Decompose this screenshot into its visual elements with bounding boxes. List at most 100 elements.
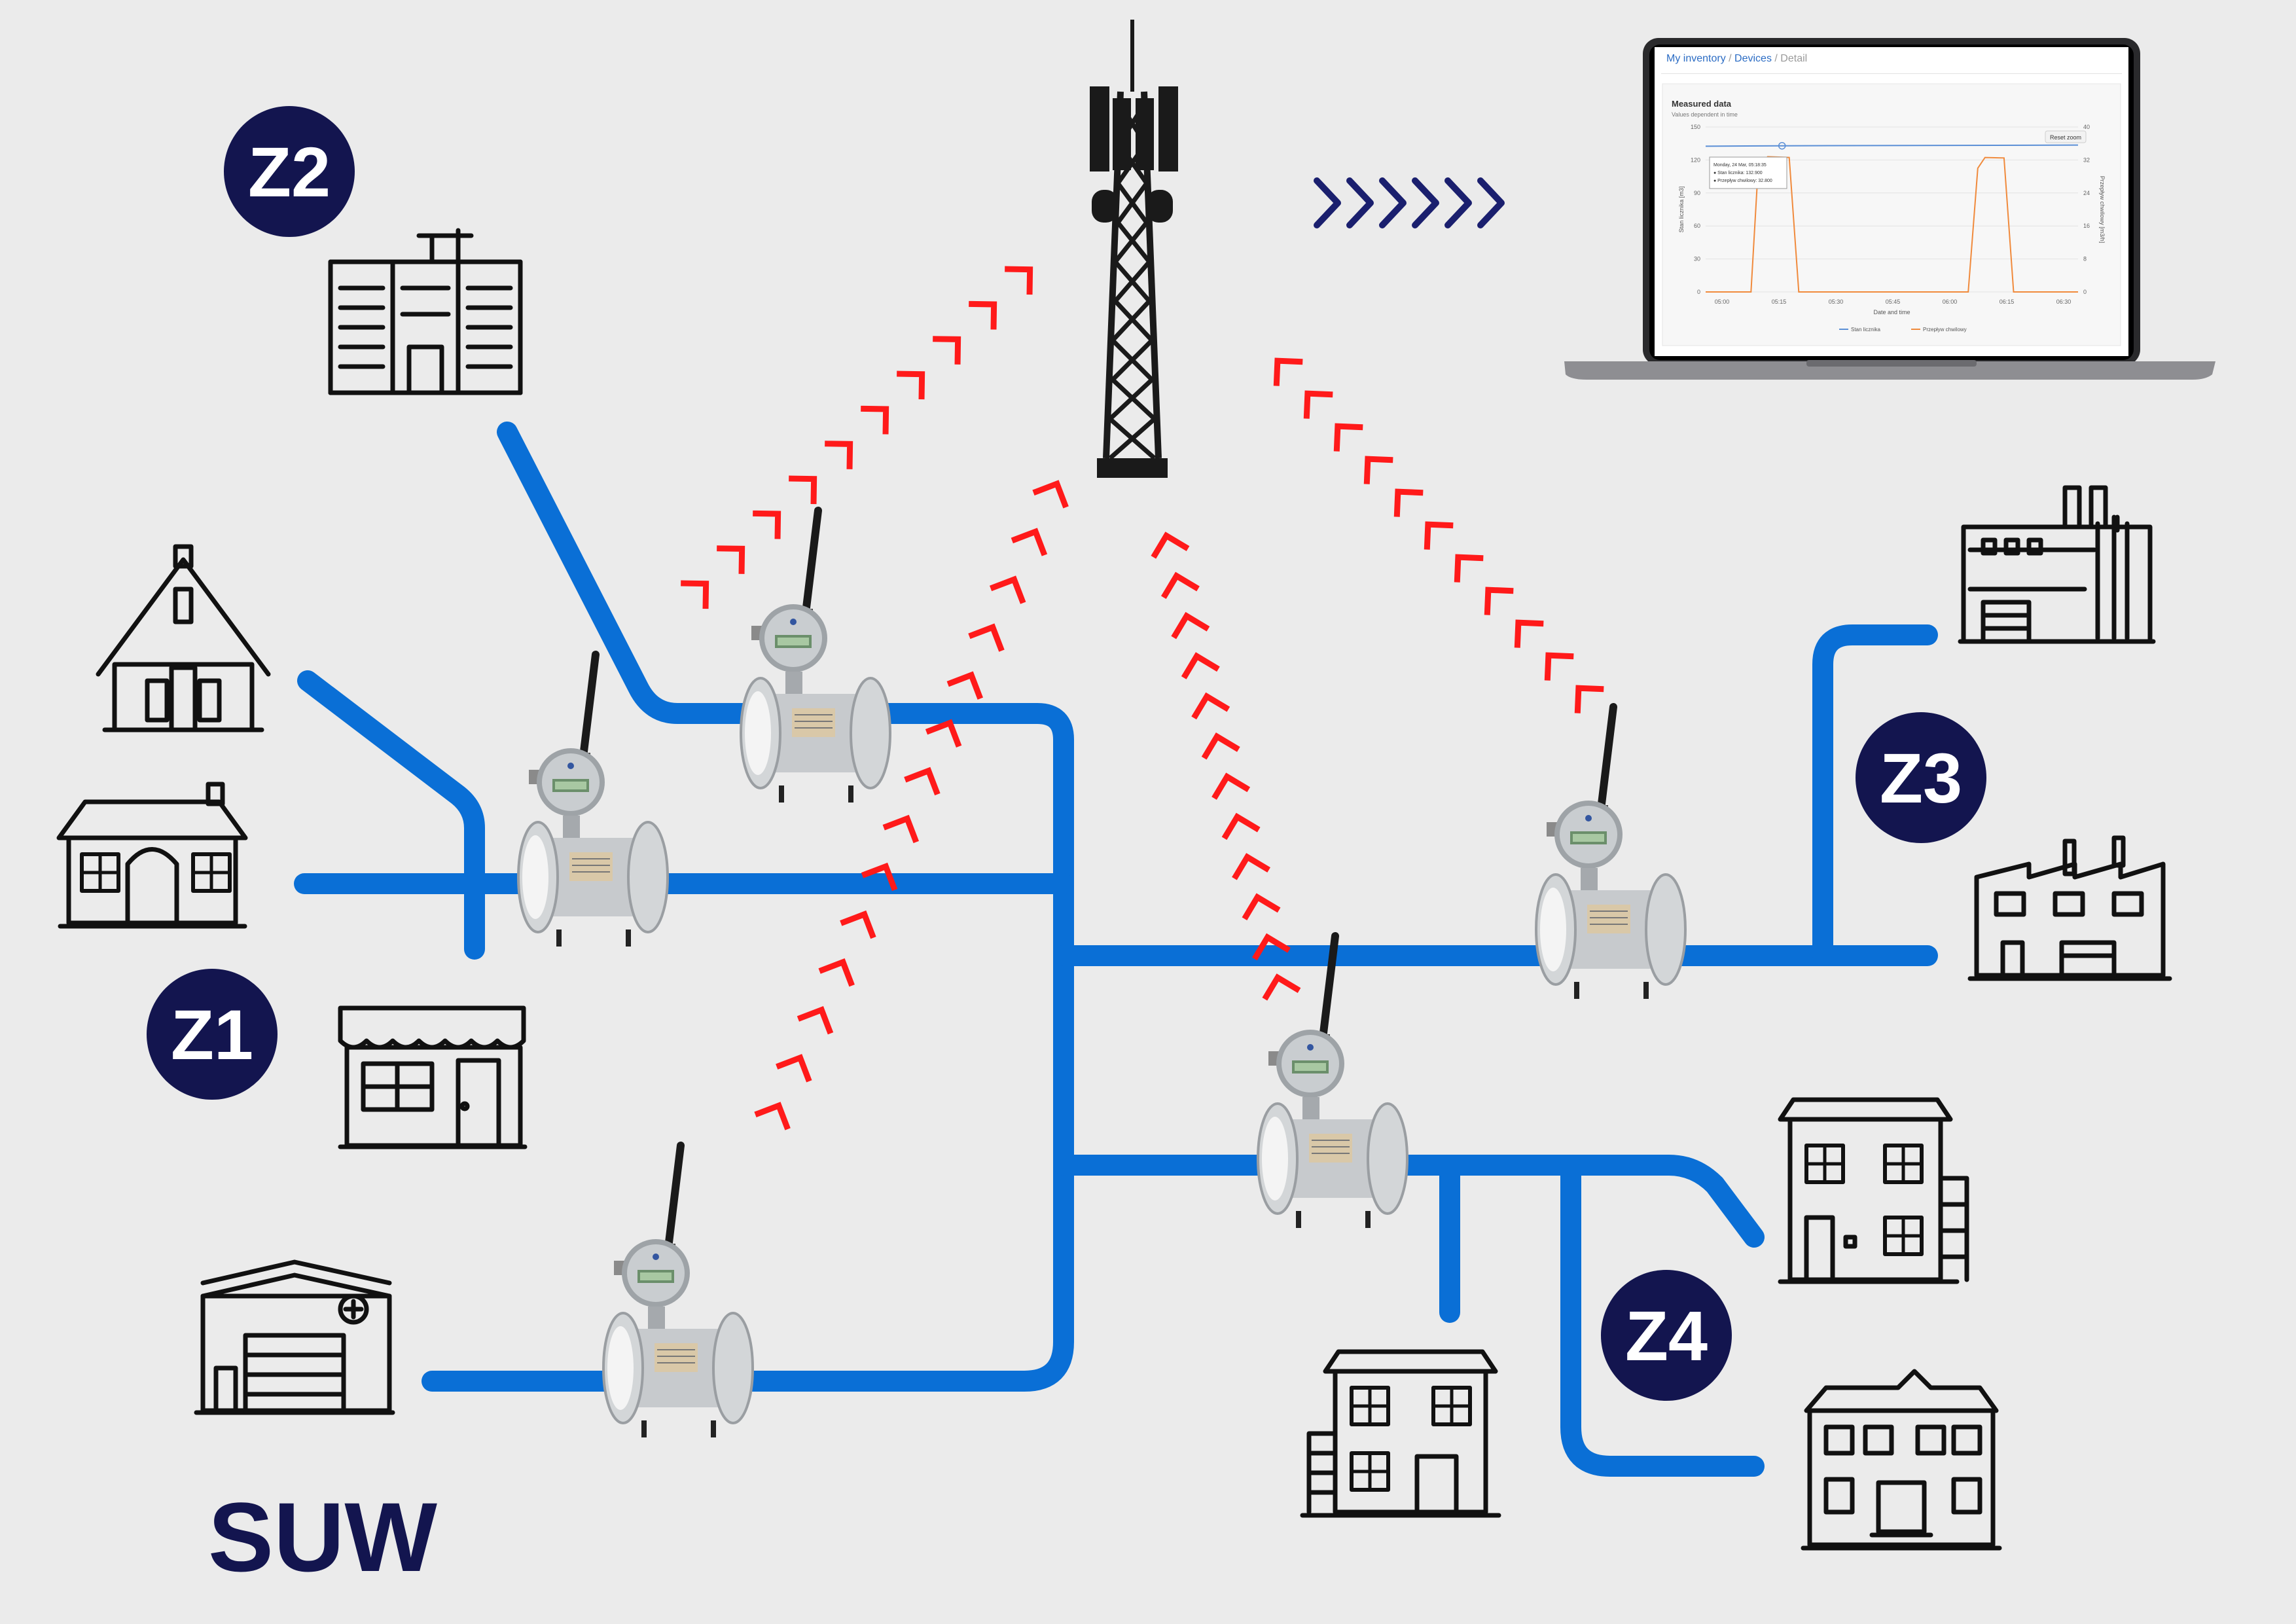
water-pipes — [294, 422, 1938, 1477]
suw-signal-caret — [886, 812, 922, 840]
suw-signal-caret — [758, 1099, 793, 1127]
chart-y-left-title: Stan licznika [m3] — [1678, 187, 1685, 233]
zone-label-z4: Z4 — [1625, 1296, 1708, 1375]
zone-badge-z2: Z2 — [224, 106, 355, 237]
zone-label-z3: Z3 — [1880, 738, 1962, 818]
manor-house-icon — [1801, 1369, 2002, 1551]
chart-y-left-tick: 150 — [1691, 124, 1700, 130]
chart-tooltip: Monday, 24 Mar, 05:18:35● Stan licznika:… — [1709, 156, 1787, 189]
z3-signal-caret — [1326, 416, 1360, 448]
z4-signal-caret — [1161, 572, 1195, 595]
pipe-z4-drop-2 — [1560, 1155, 1765, 1477]
suw-signal-caret — [994, 573, 1029, 600]
cell-tower-icon — [1090, 20, 1178, 478]
z4-signal-caret — [1192, 693, 1226, 715]
chart-y-right-tick: 8 — [2083, 256, 2087, 262]
zone-label-z2: Z2 — [248, 132, 331, 211]
chart-y-left-tick: 90 — [1694, 190, 1700, 196]
chart-y-left-tick: 60 — [1694, 223, 1700, 229]
suw-signal-caret — [1036, 477, 1071, 505]
z2-signal-caret — [1008, 258, 1041, 291]
townhouse-icon — [1778, 1097, 1969, 1284]
chart-y-right-tick: 32 — [2083, 156, 2090, 163]
apartment-block-icon — [328, 228, 523, 395]
z3-signal-caret — [1296, 383, 1330, 416]
breadcrumb-my-inventory[interactable]: My inventory — [1666, 53, 1726, 64]
residential-building-icon — [1300, 1349, 1501, 1518]
z2-signal-caret — [792, 467, 825, 501]
z2-signal-caret — [972, 293, 1005, 327]
z3-signal-caret — [1386, 481, 1420, 514]
z2-signal-caret — [936, 328, 969, 361]
chart-x-tick: 05:00 — [1715, 298, 1730, 305]
house-tall-roof-icon — [96, 544, 271, 732]
data-transfer-chevrons-icon — [1314, 177, 1505, 228]
chart-y-left-tick: 30 — [1694, 256, 1700, 262]
chart-card-title: Measured data — [1672, 99, 1732, 109]
z3-signal-caret — [1266, 350, 1300, 383]
factory-saw-roof-icon — [1967, 835, 2172, 981]
chart-series-line — [1705, 144, 2079, 147]
svg-text:Reset zoom: Reset zoom — [2050, 134, 2081, 141]
station-label: SUW — [208, 1482, 437, 1592]
chart-hover-marker — [1778, 141, 1786, 150]
flow-meter-z2 — [741, 511, 890, 803]
z4-signal-caret — [1242, 893, 1276, 916]
z3-signal-caret — [1537, 645, 1571, 677]
z4-signal-caret — [1181, 653, 1215, 676]
z3-signal-caret — [1507, 612, 1541, 645]
z2-signal-caret — [864, 398, 897, 431]
z3-signal-caret — [1356, 448, 1390, 481]
chart-x-axis-title: Date and time — [1873, 309, 1910, 316]
zone-label-z1: Z1 — [171, 995, 253, 1074]
z2-signal-caret — [756, 503, 789, 536]
chart-y-right-tick: 16 — [2083, 223, 2090, 229]
chart-card-subtitle: Values dependent in time — [1672, 111, 1738, 118]
pipe-z2-branch — [422, 422, 1074, 1392]
chart-y-right-title: Przepływ chwilowy [m3/h] — [2099, 176, 2106, 244]
z4-signal-caret — [1263, 974, 1297, 997]
suw-signal-caret — [801, 1003, 836, 1031]
suw-signal-caret — [908, 765, 943, 792]
breadcrumb: My inventory / Devices / Detail — [1666, 53, 1807, 64]
chart-legend-item[interactable]: Przepływ chwilowy — [1923, 327, 1967, 333]
chart-x-tick: 05:30 — [1829, 298, 1844, 305]
chart-x-tick: 06:15 — [2000, 298, 2015, 305]
chart-x-tick: 06:00 — [1943, 298, 1958, 305]
reset-zoom-button[interactable]: Reset zoom — [2045, 130, 2087, 143]
breadcrumb-sep-2: / — [1772, 53, 1780, 64]
z3-signal-caret — [1567, 677, 1601, 710]
pipe-z4-main — [1053, 1155, 1765, 1248]
svg-text:Monday, 24 Mar, 05:18:35: Monday, 24 Mar, 05:18:35 — [1713, 163, 1767, 168]
shop-icon — [338, 1005, 528, 1149]
z3-signal-caret — [1477, 579, 1511, 612]
chart-x-tick: 05:45 — [1886, 298, 1901, 305]
suw-signal-caret — [972, 621, 1007, 648]
zone-badge-z4: Z4 — [1601, 1270, 1732, 1401]
zone-badge-z3: Z3 — [1856, 712, 1986, 843]
z4-signal-caret — [1222, 813, 1256, 836]
chart-legend-item[interactable]: Stan licznika — [1851, 327, 1880, 333]
flow-meter-z3 — [1536, 707, 1685, 999]
z3-signal-caret — [1416, 514, 1450, 547]
warehouse-icon — [194, 1259, 395, 1415]
suw-signal-caret — [950, 669, 986, 696]
breadcrumb-detail: Detail — [1780, 53, 1807, 64]
suw-signal-caret — [822, 956, 857, 983]
suw-signal-caret — [780, 1051, 815, 1079]
z4-signal-caret — [1211, 773, 1246, 796]
house-icon — [56, 782, 248, 929]
suw-signal-caret — [844, 908, 879, 935]
chart-y-right-tick: 24 — [2083, 190, 2090, 196]
zone-badge-z1: Z1 — [147, 969, 278, 1100]
suw-signal-caret — [1014, 525, 1050, 552]
chart-y-left-tick: 0 — [1697, 289, 1700, 295]
chart-x-tick: 05:15 — [1772, 298, 1787, 305]
laptop: My inventory / Devices / Detail Measured… — [1564, 38, 2215, 380]
breadcrumb-devices[interactable]: Devices — [1734, 53, 1772, 64]
pipe-z3-branch — [1812, 624, 1938, 966]
z2-signal-caret — [720, 537, 753, 571]
z2-signal-caret — [684, 572, 717, 605]
breadcrumb-sep-1: / — [1726, 53, 1734, 64]
